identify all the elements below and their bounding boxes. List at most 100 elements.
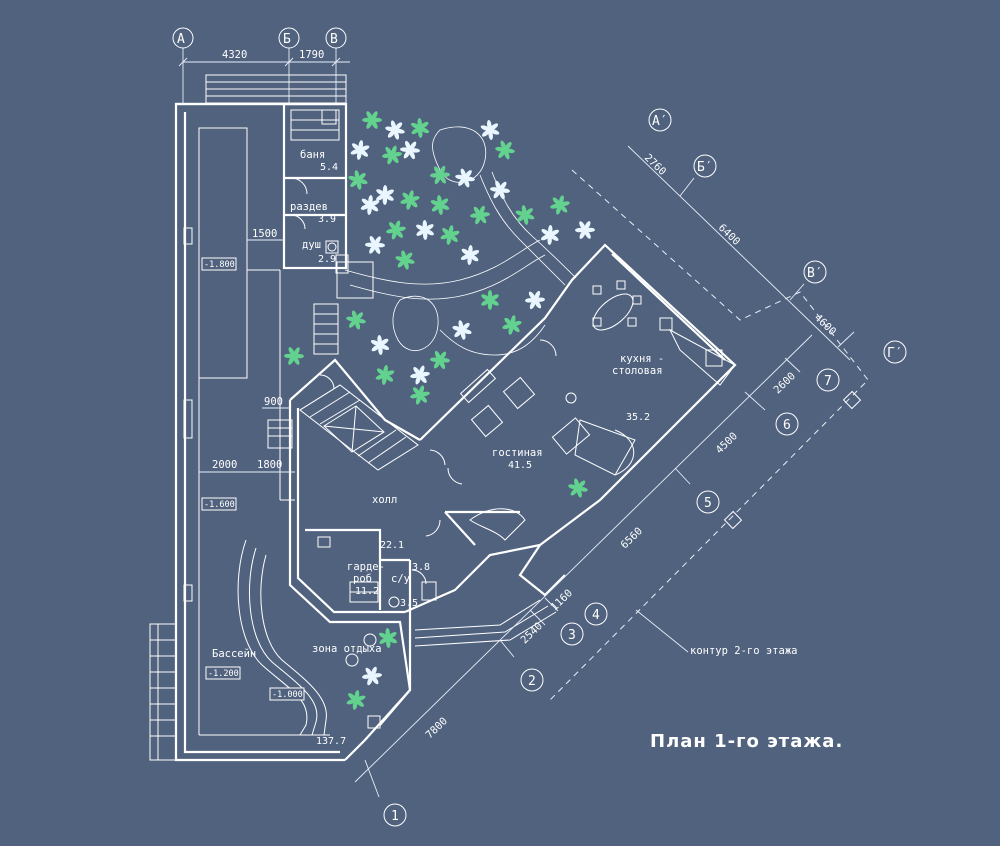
area-banya: 5.4	[320, 162, 338, 173]
kitchen-furniture	[574, 280, 736, 476]
plant-symbol	[452, 320, 472, 340]
plant-symbol	[470, 205, 490, 225]
drawing-title: План 1-го этажа.	[650, 731, 843, 752]
plant-symbol	[440, 225, 460, 245]
garden-plants	[284, 111, 595, 710]
plant-symbol	[386, 220, 406, 240]
plant-symbol	[460, 245, 480, 265]
dim-1160: 1160	[549, 587, 576, 613]
second-floor-contour	[549, 169, 869, 701]
svg-text:1: 1	[391, 809, 399, 824]
entry-stairs	[313, 261, 374, 355]
level-mark-4: -1.000	[269, 687, 305, 701]
second-floor-label: контур 2-го этажа	[690, 645, 797, 657]
room-label-wc: с/у	[391, 573, 410, 585]
svg-text:6: 6	[783, 418, 791, 433]
area-terrace: 137.7	[316, 736, 346, 747]
living-furniture	[459, 368, 591, 541]
dim-1500: 1500	[252, 228, 277, 240]
plant-symbol	[360, 195, 380, 215]
room-label-living: гостиная	[492, 447, 543, 459]
room-label-wardrobe-2: роб	[353, 573, 372, 585]
plant-symbol	[515, 205, 535, 225]
plant-symbol	[502, 315, 522, 335]
plant-symbol	[346, 310, 366, 330]
pool-basin	[237, 539, 327, 736]
rest-zone	[344, 599, 557, 761]
top-dimension-chain: 4320 1790	[178, 47, 350, 105]
room-label-dush: душ	[302, 239, 321, 251]
plant-symbol	[410, 385, 430, 405]
plant-symbol	[284, 347, 304, 365]
room-label-hall: холл	[372, 494, 397, 506]
axis-marker-2: 2	[520, 668, 544, 692]
dim-7800: 7800	[424, 715, 451, 741]
svg-text:А′: А′	[652, 114, 668, 129]
axis-marker-7: 7	[816, 368, 840, 392]
axis-marker-1: 1	[383, 803, 407, 827]
axis-marker-g-prime: Г′	[883, 340, 907, 364]
plant-symbol	[481, 290, 499, 310]
plant-symbol	[430, 165, 450, 185]
svg-text:3: 3	[568, 628, 576, 643]
plant-symbol	[495, 140, 515, 160]
axis-marker-4: 4	[584, 602, 608, 626]
plant-symbol	[378, 628, 398, 648]
svg-text:2: 2	[528, 674, 536, 689]
hall-stair	[267, 384, 419, 471]
svg-text:-1.000: -1.000	[272, 690, 303, 700]
door-swings	[319, 339, 557, 537]
plant-symbol	[376, 185, 394, 205]
axis-marker-v: В	[325, 27, 347, 49]
svg-text:-1.600: -1.600	[204, 500, 235, 510]
plant-symbol	[480, 120, 500, 140]
plant-symbol	[362, 111, 382, 129]
room-label-kitchen-1: кухня -	[620, 353, 664, 365]
plant-symbol	[550, 195, 570, 215]
dim-4320: 4320	[222, 49, 247, 61]
dim-6560: 6560	[619, 525, 646, 551]
plant-symbol	[400, 190, 420, 210]
dim-900-line: 900	[262, 396, 290, 409]
axis-marker-3: 3	[560, 622, 584, 646]
plant-symbol	[410, 365, 430, 385]
plant-symbol	[365, 236, 385, 254]
plant-symbol	[525, 290, 545, 310]
axis-marker-b: Б	[278, 27, 300, 49]
svg-text:Г′: Г′	[887, 346, 903, 361]
svg-text:7: 7	[824, 374, 832, 389]
plant-symbol	[410, 118, 430, 138]
room-label-banya: баня	[300, 149, 325, 161]
axis-marker-v-prime: В′	[803, 260, 827, 284]
plant-symbol	[362, 666, 382, 686]
plant-symbol	[575, 221, 595, 239]
dim-2600: 2600	[772, 370, 799, 396]
plant-symbol	[350, 140, 370, 160]
dim-2540: 2540	[519, 620, 546, 646]
axis-marker-a-prime: А′	[648, 108, 672, 132]
svg-text:-1.800: -1.800	[204, 260, 235, 270]
plant-symbol	[540, 225, 560, 245]
plant-symbol	[395, 250, 415, 270]
plant-symbol	[385, 120, 405, 140]
axis-marker-b-prime: Б′	[693, 154, 717, 178]
plant-symbol	[375, 365, 395, 385]
svg-text:Б: Б	[283, 32, 291, 47]
plant-symbol	[490, 180, 510, 200]
area-living: 41.5	[508, 460, 532, 471]
axis-marker-6: 6	[775, 412, 799, 436]
top-steps	[205, 74, 347, 104]
dim-2000: 2000	[212, 459, 237, 471]
pool-side-stairs	[149, 623, 177, 761]
axis-marker-5: 5	[696, 490, 720, 514]
dim-1800: 1800	[257, 459, 282, 471]
room-label-rest-zone: зона отдыха	[312, 643, 382, 655]
room-label-pool: Бассейн	[212, 648, 256, 660]
svg-text:А: А	[177, 32, 185, 47]
dim-2760: 2760	[642, 152, 669, 178]
axis-marker-a: А	[172, 27, 194, 49]
plant-symbol	[370, 335, 390, 355]
room-label-wardrobe-1: гарде-	[347, 561, 385, 573]
area-razdev: 3.9	[318, 214, 336, 225]
